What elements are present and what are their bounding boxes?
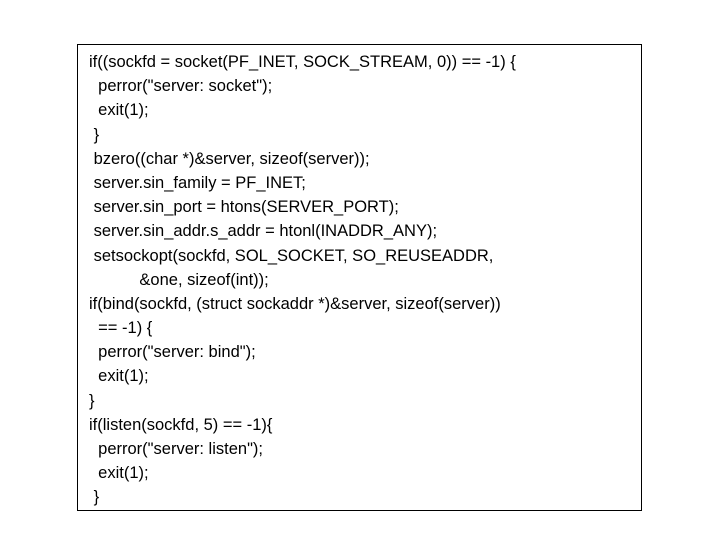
code-line: if(bind(sockfd, (struct sockaddr *)&serv…: [89, 294, 501, 313]
code-line: if((sockfd = socket(PF_INET, SOCK_STREAM…: [89, 53, 516, 71]
code-line: == -1) {: [89, 319, 153, 338]
code-line: server.sin_port = htons(SERVER_PORT);: [89, 198, 399, 217]
code-line: exit(1);: [89, 101, 149, 120]
code-line: }: [89, 488, 100, 507]
code-line: }: [89, 391, 95, 410]
code-line: server.sin_family = PF_INET;: [89, 173, 306, 192]
code-line: perror("server: bind");: [89, 343, 256, 362]
code-line: }: [89, 125, 100, 144]
code-block: if((sockfd = socket(PF_INET, SOCK_STREAM…: [78, 45, 641, 510]
code-line: if(listen(sockfd, 5) == -1){: [89, 415, 273, 434]
code-line: exit(1);: [89, 367, 149, 386]
code-line: perror("server: socket");: [89, 77, 273, 96]
code-line: server.sin_addr.s_addr = htonl(INADDR_AN…: [89, 222, 438, 241]
code-box: if((sockfd = socket(PF_INET, SOCK_STREAM…: [77, 44, 642, 511]
code-line: perror("server: listen");: [89, 440, 263, 458]
code-line: exit(1);: [89, 464, 149, 483]
code-line: setsockopt(sockfd, SOL_SOCKET, SO_REUSEA…: [89, 246, 494, 265]
code-line: &one, sizeof(int));: [89, 270, 269, 289]
code-line: bzero((char *)&server, sizeof(server));: [89, 149, 370, 168]
